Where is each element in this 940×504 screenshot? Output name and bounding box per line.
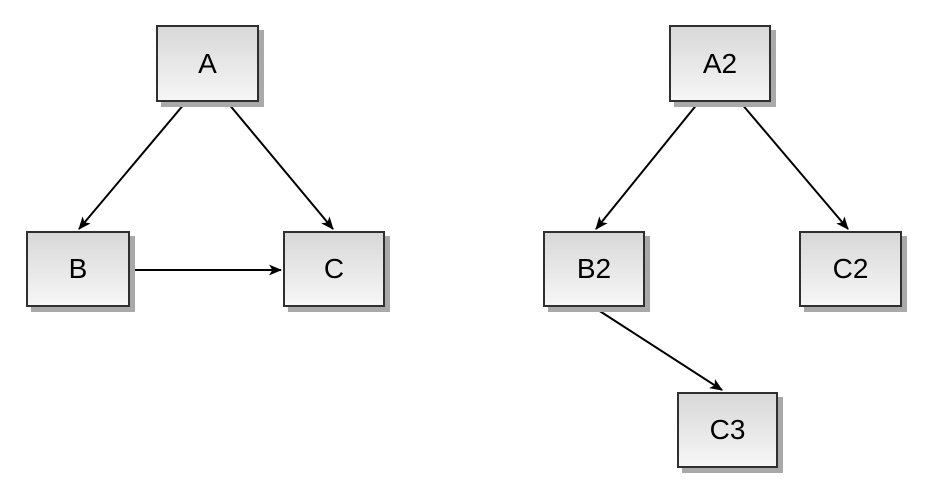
node-label: C bbox=[323, 253, 345, 284]
node-A2[interactable]: A2 bbox=[669, 25, 771, 102]
node-C3[interactable]: C3 bbox=[677, 392, 778, 468]
node-C[interactable]: C bbox=[283, 231, 385, 307]
node-C2[interactable]: C2 bbox=[799, 231, 902, 307]
edge-A-B[interactable] bbox=[78, 102, 186, 230]
node-label: B bbox=[68, 253, 88, 284]
node-B2[interactable]: B2 bbox=[543, 231, 645, 307]
edge-A2-B2[interactable] bbox=[595, 102, 699, 230]
edge-B2-C3[interactable] bbox=[594, 307, 723, 391]
node-label: B2 bbox=[576, 253, 612, 284]
node-label: C3 bbox=[709, 414, 746, 445]
edges-group bbox=[78, 102, 849, 391]
edge-A-C[interactable] bbox=[227, 102, 334, 230]
node-label: A bbox=[198, 47, 217, 79]
node-label: A2 bbox=[702, 47, 738, 79]
node-label: C2 bbox=[832, 253, 869, 284]
node-A[interactable]: A bbox=[156, 25, 259, 102]
node-B[interactable]: B bbox=[26, 231, 130, 307]
edge-A2-C2[interactable] bbox=[740, 102, 849, 230]
